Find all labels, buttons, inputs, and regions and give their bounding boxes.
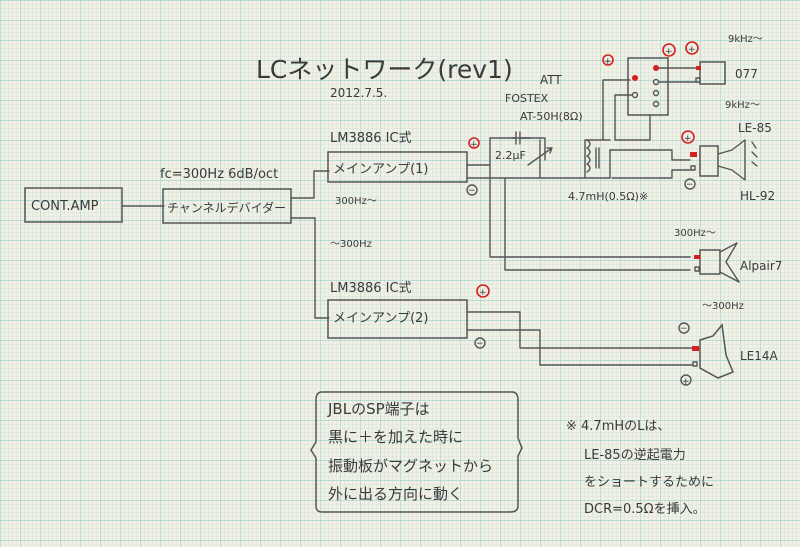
footnote-line-3: をショートするために xyxy=(584,475,714,490)
speaker-le14a-name: LE14A xyxy=(740,349,779,363)
wire-to-le85 xyxy=(609,149,691,179)
footnote-line-1: ※ 4.7mHのLは、 xyxy=(566,419,670,434)
footnote-line-4: DCR=0.5Ωを挿入。 xyxy=(584,502,706,517)
speaker-le85 xyxy=(690,139,758,181)
capacitor-label: 2.2μF xyxy=(495,149,526,162)
amp2-band: 〜300Hz xyxy=(330,239,372,250)
footnote-line-2: LE-85の逆起電力 xyxy=(584,447,686,463)
svg-text:+: + xyxy=(688,45,696,55)
amp1-band: 300Hz〜 xyxy=(335,196,377,207)
attenuator-symbol xyxy=(527,147,553,166)
svg-text:−: − xyxy=(468,186,476,196)
svg-text:+: + xyxy=(684,134,692,144)
svg-text:+: + xyxy=(470,140,478,150)
wire-amp2-minus xyxy=(466,329,693,366)
terminal-block xyxy=(627,57,669,116)
date: 2012.7.5. xyxy=(330,86,387,100)
amp2-plus-mark: + xyxy=(476,284,490,298)
att-maker: FOSTEX xyxy=(505,92,549,105)
amp1-box xyxy=(327,151,468,183)
wire-amp1-plus xyxy=(466,137,691,258)
channel-divider-box xyxy=(162,188,292,224)
channel-divider-label: チャンネルデバイダー xyxy=(167,200,286,215)
control-amp-label: CONT.AMP xyxy=(31,199,99,214)
jbl-note-line-4: 外に出る方向に動く xyxy=(328,485,463,503)
jbl-note-line-3: 振動板がマグネットから xyxy=(328,457,493,475)
svg-text:+: + xyxy=(665,47,673,57)
capacitor-symbol xyxy=(511,131,531,145)
terminal-plus-mark-1: + xyxy=(602,54,614,67)
terminal-plus-mark-3: + xyxy=(685,41,699,55)
amp1-label: メインアンプ(1) xyxy=(333,162,429,177)
svg-text:+: + xyxy=(682,377,690,387)
amp2-type: LM3886 IC式 xyxy=(330,281,412,296)
le14a-minus-mark: − xyxy=(678,322,690,334)
wire-divider-to-amp1 xyxy=(290,170,330,199)
speaker-077-name: 077 xyxy=(735,67,758,81)
inductor-label: 4.7mH(0.5Ω)※ xyxy=(568,190,648,203)
le85-plus-mark: + xyxy=(681,130,695,144)
page-title: LCネットワーク(rev1) xyxy=(256,55,513,84)
divider-spec: fc=300Hz 6dB/oct xyxy=(160,167,278,182)
amp1-type: LM3886 IC式 xyxy=(330,131,412,146)
speaker-le85-band: 9kHz〜 xyxy=(725,100,760,111)
amp2-label: メインアンプ(2) xyxy=(333,311,429,326)
amp1-plus-mark: + xyxy=(468,137,480,150)
svg-text:−: − xyxy=(680,324,688,334)
jbl-note-line-2: 黒に＋を加えた時に xyxy=(328,428,463,446)
svg-text:+: + xyxy=(604,57,612,67)
speaker-le85-horn: HL-92 xyxy=(740,189,775,203)
inductor-symbol xyxy=(586,139,600,173)
jbl-note-box xyxy=(310,391,523,513)
terminal-plus-mark-2: + xyxy=(662,43,676,57)
wire-divider-to-amp2 xyxy=(290,217,330,319)
wire-to-terminal xyxy=(602,79,651,141)
jbl-note-line-1: JBLのSP端子は xyxy=(327,400,430,418)
att-label: ATT xyxy=(540,73,562,87)
speaker-077 xyxy=(695,61,726,85)
att-model: AT-50H(8Ω) xyxy=(520,110,583,123)
svg-text:+: + xyxy=(479,288,487,298)
svg-text:−: − xyxy=(476,339,484,349)
speaker-alpair7 xyxy=(694,242,740,283)
amp1-minus-mark: − xyxy=(466,184,478,196)
speaker-le85-name: LE-85 xyxy=(738,121,772,135)
amp2-minus-mark: − xyxy=(474,337,486,349)
speaker-alpair7-name: Alpair7 xyxy=(740,259,782,273)
control-amp-box xyxy=(24,187,123,223)
le14a-plus-mark: + xyxy=(680,374,692,387)
svg-text:−: − xyxy=(686,180,694,190)
wire-amp1-minus xyxy=(466,177,691,271)
speaker-alpair7-band: 300Hz〜 xyxy=(674,228,716,239)
speaker-le14a-band: 〜300Hz xyxy=(702,301,744,312)
speaker-077-band: 9kHz〜 xyxy=(728,34,763,45)
amp2-box xyxy=(327,299,468,339)
le85-minus-mark: − xyxy=(684,178,696,190)
speaker-le14a xyxy=(692,323,734,379)
wire-network-bottom xyxy=(504,139,611,179)
